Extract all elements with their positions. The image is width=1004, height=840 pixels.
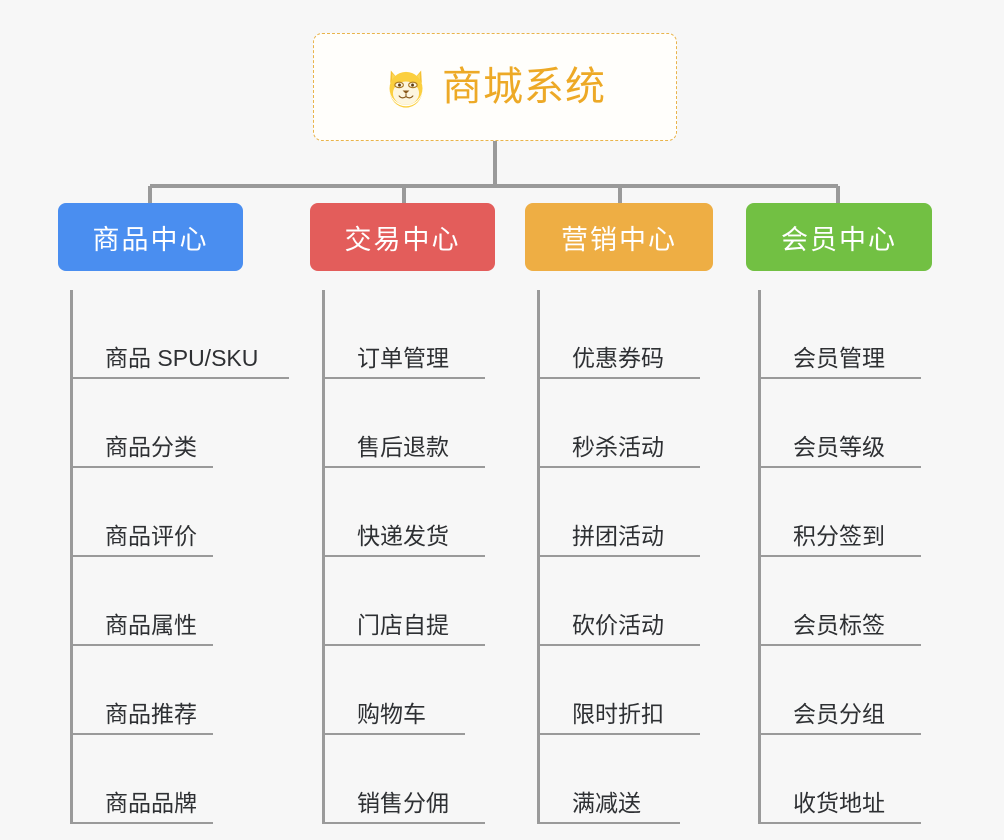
category-header-label: 营销中心 — [561, 224, 677, 255]
category-header-member[interactable]: 会员中心 — [746, 203, 932, 271]
leaf-label: 商品分类 — [105, 433, 197, 460]
leaf-label: 商品 SPU/SKU — [105, 344, 259, 371]
leaf-item[interactable]: 销售分佣 — [325, 735, 485, 824]
leaf-label: 商品属性 — [105, 611, 197, 638]
leaf-label: 限时折扣 — [572, 700, 664, 727]
leaf-item[interactable]: 订单管理 — [325, 290, 485, 379]
category-header-product[interactable]: 商品中心 — [58, 203, 243, 271]
leaf-item[interactable]: 会员管理 — [761, 290, 921, 379]
leaf-item[interactable]: 商品品牌 — [73, 735, 213, 824]
leaf-label: 砍价活动 — [572, 611, 664, 638]
leaf-item[interactable]: 秒杀活动 — [540, 379, 700, 468]
leaf-item[interactable]: 会员标签 — [761, 557, 921, 646]
root-title: 商城系统 — [442, 65, 606, 109]
category-column-member: 会员中心 会员管理 会员等级 积分签到 会员标签 会员分组 — [746, 203, 966, 824]
leaf-label: 商品评价 — [105, 522, 197, 549]
category-column-trade: 交易中心 订单管理 售后退款 快递发货 门店自提 购物车 — [310, 203, 530, 824]
category-header-label: 会员中心 — [781, 224, 897, 255]
dog-face-icon — [389, 70, 423, 108]
leaf-item[interactable]: 门店自提 — [325, 557, 485, 646]
leaf-label: 秒杀活动 — [572, 433, 664, 460]
leaf-label: 门店自提 — [357, 611, 449, 638]
leaf-item[interactable]: 快递发货 — [325, 468, 485, 557]
leaf-item[interactable]: 积分签到 — [761, 468, 921, 557]
leaf-label: 优惠券码 — [572, 344, 664, 371]
category-header-marketing[interactable]: 营销中心 — [525, 203, 713, 271]
leaf-label: 会员标签 — [793, 611, 885, 638]
leaf-label: 满减送 — [572, 789, 641, 816]
leaf-label: 商品推荐 — [105, 700, 197, 727]
leaf-item[interactable]: 拼团活动 — [540, 468, 700, 557]
leaf-item[interactable]: 会员等级 — [761, 379, 921, 468]
category-column-marketing: 营销中心 优惠券码 秒杀活动 拼团活动 砍价活动 限时折扣 — [525, 203, 745, 824]
category-header-trade[interactable]: 交易中心 — [310, 203, 495, 271]
leaf-item[interactable]: 商品属性 — [73, 557, 213, 646]
leaf-label: 会员管理 — [793, 344, 885, 371]
leaf-label: 购物车 — [357, 700, 426, 727]
category-columns: 商品中心 商品 SPU/SKU 商品分类 商品评价 商品属性 商品推荐 — [0, 203, 1004, 840]
leaf-label: 会员分组 — [793, 700, 885, 727]
leaf-item[interactable]: 会员分组 — [761, 646, 921, 735]
leaf-item[interactable]: 收货地址 — [761, 735, 921, 824]
category-header-label: 交易中心 — [344, 224, 461, 255]
branch-trade: 订单管理 售后退款 快递发货 门店自提 购物车 销售分佣 — [322, 290, 530, 824]
leaf-item[interactable]: 售后退款 — [325, 379, 485, 468]
branch-marketing: 优惠券码 秒杀活动 拼团活动 砍价活动 限时折扣 满减送 — [537, 290, 745, 824]
leaf-item[interactable]: 购物车 — [325, 646, 465, 735]
leaf-item[interactable]: 商品分类 — [73, 379, 213, 468]
leaf-item[interactable]: 优惠券码 — [540, 290, 700, 379]
branch-product: 商品 SPU/SKU 商品分类 商品评价 商品属性 商品推荐 商品品牌 — [70, 290, 289, 824]
leaf-item[interactable]: 砍价活动 — [540, 557, 700, 646]
leaf-item[interactable]: 商品 SPU/SKU — [73, 290, 289, 379]
leaf-label: 快递发货 — [357, 522, 449, 549]
leaf-label: 积分签到 — [793, 522, 885, 549]
leaf-item[interactable]: 限时折扣 — [540, 646, 700, 735]
leaf-item[interactable]: 满减送 — [540, 735, 680, 824]
leaf-label: 售后退款 — [357, 433, 449, 460]
leaf-item[interactable]: 商品推荐 — [73, 646, 213, 735]
leaf-label: 销售分佣 — [357, 789, 449, 816]
branch-member: 会员管理 会员等级 积分签到 会员标签 会员分组 收货地址 — [758, 290, 966, 824]
leaf-label: 拼团活动 — [572, 522, 664, 549]
root-node[interactable]: 商城系统 — [313, 33, 677, 141]
leaf-label: 收货地址 — [793, 789, 885, 816]
category-column-product: 商品中心 商品 SPU/SKU 商品分类 商品评价 商品属性 商品推荐 — [58, 203, 289, 824]
leaf-label: 会员等级 — [793, 433, 885, 460]
leaf-label: 商品品牌 — [105, 789, 197, 816]
leaf-item[interactable]: 商品评价 — [73, 468, 213, 557]
category-header-label: 商品中心 — [92, 224, 209, 255]
leaf-label: 订单管理 — [357, 344, 449, 371]
